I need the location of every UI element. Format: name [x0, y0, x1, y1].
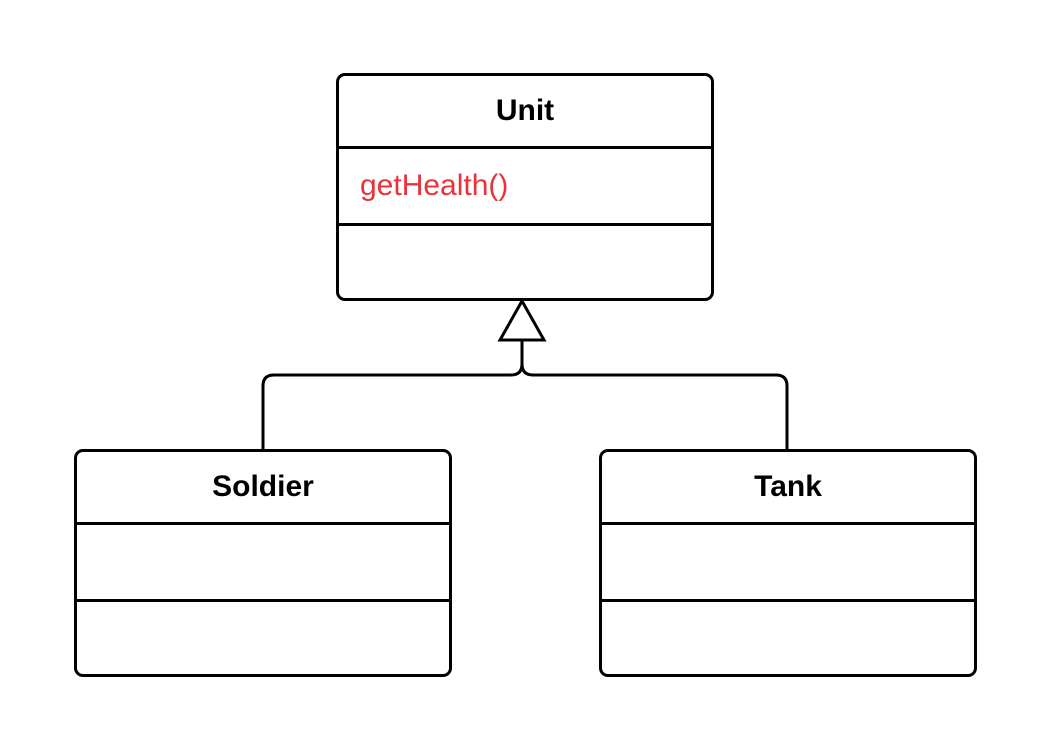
soldier-class-operations: [77, 602, 449, 674]
unit-class-box[interactable]: Unit getHealth(): [336, 73, 714, 301]
soldier-class-name: Soldier: [77, 452, 449, 525]
soldier-class-attributes: [77, 525, 449, 602]
tank-class-operations: [602, 602, 974, 674]
soldier-class-box[interactable]: Soldier: [74, 449, 452, 677]
unit-get-health-method: getHealth(): [360, 169, 509, 202]
soldier-inheritance-line: [261, 340, 524, 449]
unit-class-name: Unit: [339, 76, 711, 149]
tank-inheritance-line: [520, 363, 789, 449]
generalization-arrowhead-icon: [497, 297, 547, 342]
unit-class-operations: [339, 226, 711, 298]
unit-class-attributes: getHealth(): [339, 149, 711, 226]
tank-class-name: Tank: [602, 452, 974, 525]
tank-class-attributes: [602, 525, 974, 602]
tank-class-box[interactable]: Tank: [599, 449, 977, 677]
